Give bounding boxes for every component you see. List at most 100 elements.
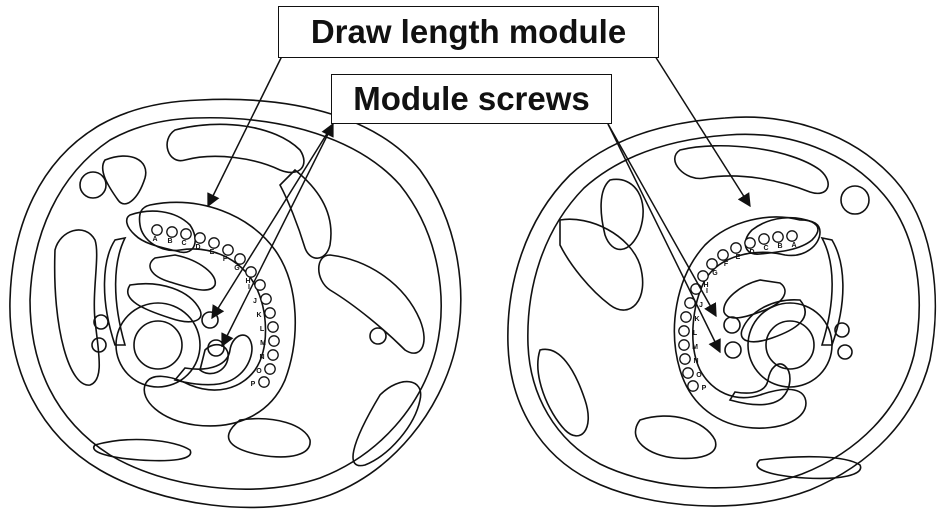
right-peg-letter: J	[699, 302, 703, 309]
left-peg-hole	[234, 253, 246, 265]
right-peg-hole	[680, 311, 692, 323]
right-peg-hole	[682, 367, 694, 379]
callout-arrows	[207, 55, 751, 354]
left-cam-cutout-top	[166, 123, 305, 174]
left-cam-outline	[9, 98, 462, 509]
right-peg-hole	[730, 242, 742, 254]
right-peg-hole	[717, 249, 729, 261]
left-peg-hole	[267, 349, 279, 361]
right-peg-letter: P	[702, 385, 707, 392]
left-cam-axle-outer	[115, 302, 201, 388]
right-module-screw-2	[724, 341, 742, 359]
left-peg-letter: M	[260, 340, 266, 347]
left-peg-letter: B	[167, 238, 172, 245]
right-module-screw-1	[723, 316, 741, 334]
left-cam-inner-rim	[29, 116, 442, 490]
arrow-screws-right-2	[607, 123, 717, 318]
module-screws-label: Module screws	[331, 74, 612, 124]
left-peg-hole	[260, 293, 272, 305]
left-peg-hole	[151, 224, 163, 236]
left-peg-letter: L	[260, 326, 265, 333]
left-peg-hole	[245, 266, 257, 278]
left-peg-hole	[222, 244, 234, 256]
left-cam-cutout-bottomright	[352, 380, 422, 467]
left-peg-letter: D	[195, 244, 200, 251]
left-peg-letter: J	[253, 298, 257, 305]
right-peg-letter: O	[696, 372, 702, 379]
left-cam-cutout-right	[317, 254, 425, 354]
right-peg-hole	[687, 380, 699, 392]
arrow-draw-length-left	[207, 55, 283, 208]
right-peg-letter: D	[749, 249, 754, 256]
right-peg-letter: E	[736, 254, 741, 261]
right-peg-hole	[678, 339, 690, 351]
left-peg-letter: E	[210, 249, 215, 256]
arrow-screws-right-1	[607, 123, 721, 354]
left-peg-hole	[254, 279, 266, 291]
right-cam-hole-top	[840, 185, 870, 215]
left-module-screw-2	[207, 339, 225, 357]
right-peg-hole	[772, 231, 784, 243]
left-peg-letter: C	[181, 240, 186, 247]
right-peg-letter: H	[703, 282, 708, 289]
right-peg-hole	[679, 353, 691, 365]
left-module-screw-1	[201, 311, 219, 329]
right-cam-outline	[507, 116, 937, 507]
left-peg-hole	[166, 226, 178, 238]
left-peg-letter: K	[256, 312, 261, 319]
right-cam-cutout-bottomright	[756, 455, 862, 480]
right-peg-letter: I	[706, 288, 708, 295]
draw-length-module-label: Draw length module	[278, 6, 659, 58]
left-peg-letter: F	[223, 256, 228, 263]
right-cam	[507, 116, 937, 507]
left-peg-hole	[208, 237, 220, 249]
left-cam-cutout-left	[53, 229, 101, 386]
arrow-screws-left-1	[221, 122, 334, 348]
right-cam-cutout-bottomleft	[537, 348, 590, 437]
right-cam-axle	[765, 320, 815, 370]
right-cam-cutout-top	[674, 144, 829, 195]
right-cam-inner-rim	[527, 133, 920, 489]
right-peg-hole	[758, 233, 770, 245]
arrow-screws-left-2	[211, 123, 334, 320]
left-peg-hole	[267, 321, 279, 333]
right-peg-letter: G	[712, 270, 718, 277]
right-cam-cutout-bottom	[634, 415, 717, 460]
right-cam-cutout-left	[559, 218, 644, 311]
left-cam-cutout-bottomleft	[92, 438, 192, 462]
right-peg-hole	[678, 325, 690, 337]
left-cam-axle	[133, 320, 183, 370]
right-peg-letter: A	[791, 242, 796, 249]
right-peg-hole	[697, 270, 709, 282]
right-peg-hole	[706, 258, 718, 270]
left-peg-letter: G	[234, 265, 240, 272]
left-peg-hole	[180, 228, 192, 240]
left-cam	[9, 98, 462, 509]
left-peg-hole	[258, 376, 270, 388]
right-peg-hole	[744, 237, 756, 249]
left-peg-letter: P	[251, 381, 256, 388]
right-peg-hole	[690, 283, 702, 295]
left-peg-hole	[264, 363, 276, 375]
right-peg-letter: L	[693, 330, 698, 337]
left-cam-cutout-upperleft	[101, 155, 147, 205]
right-peg-letter: B	[777, 243, 782, 250]
left-peg-letter: N	[259, 354, 264, 361]
right-peg-hole	[786, 230, 798, 242]
left-cam-hole-top	[79, 171, 107, 199]
arrow-draw-length-right	[654, 55, 751, 208]
right-peg-letter: K	[694, 316, 699, 323]
right-cam-spoke	[600, 178, 644, 251]
right-draw-length-module	[673, 216, 821, 429]
left-cam-cutout-bottom	[227, 417, 311, 458]
right-peg-letter: M	[692, 344, 698, 351]
right-peg-letter: F	[724, 261, 729, 268]
left-peg-hole	[194, 232, 206, 244]
left-peg-hole	[268, 335, 280, 347]
right-peg-letter: C	[763, 245, 768, 252]
left-peg-letter: O	[256, 368, 262, 375]
right-peg-letter: N	[693, 358, 698, 365]
left-peg-letter: A	[152, 236, 157, 243]
